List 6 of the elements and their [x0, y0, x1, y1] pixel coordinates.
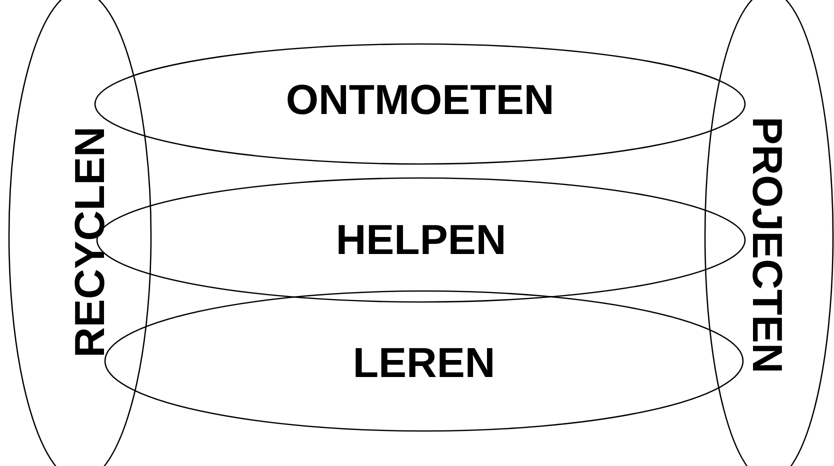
ellipse-label: LEREN: [352, 342, 496, 384]
ellipse-label: PROJECTEN: [746, 116, 788, 374]
ellipse-label: ONTMOETEN: [286, 79, 554, 121]
ellipse: [103, 290, 745, 432]
ellipse-label: HELPEN: [336, 219, 506, 261]
ellipse-label: RECYCLEN: [69, 126, 111, 358]
